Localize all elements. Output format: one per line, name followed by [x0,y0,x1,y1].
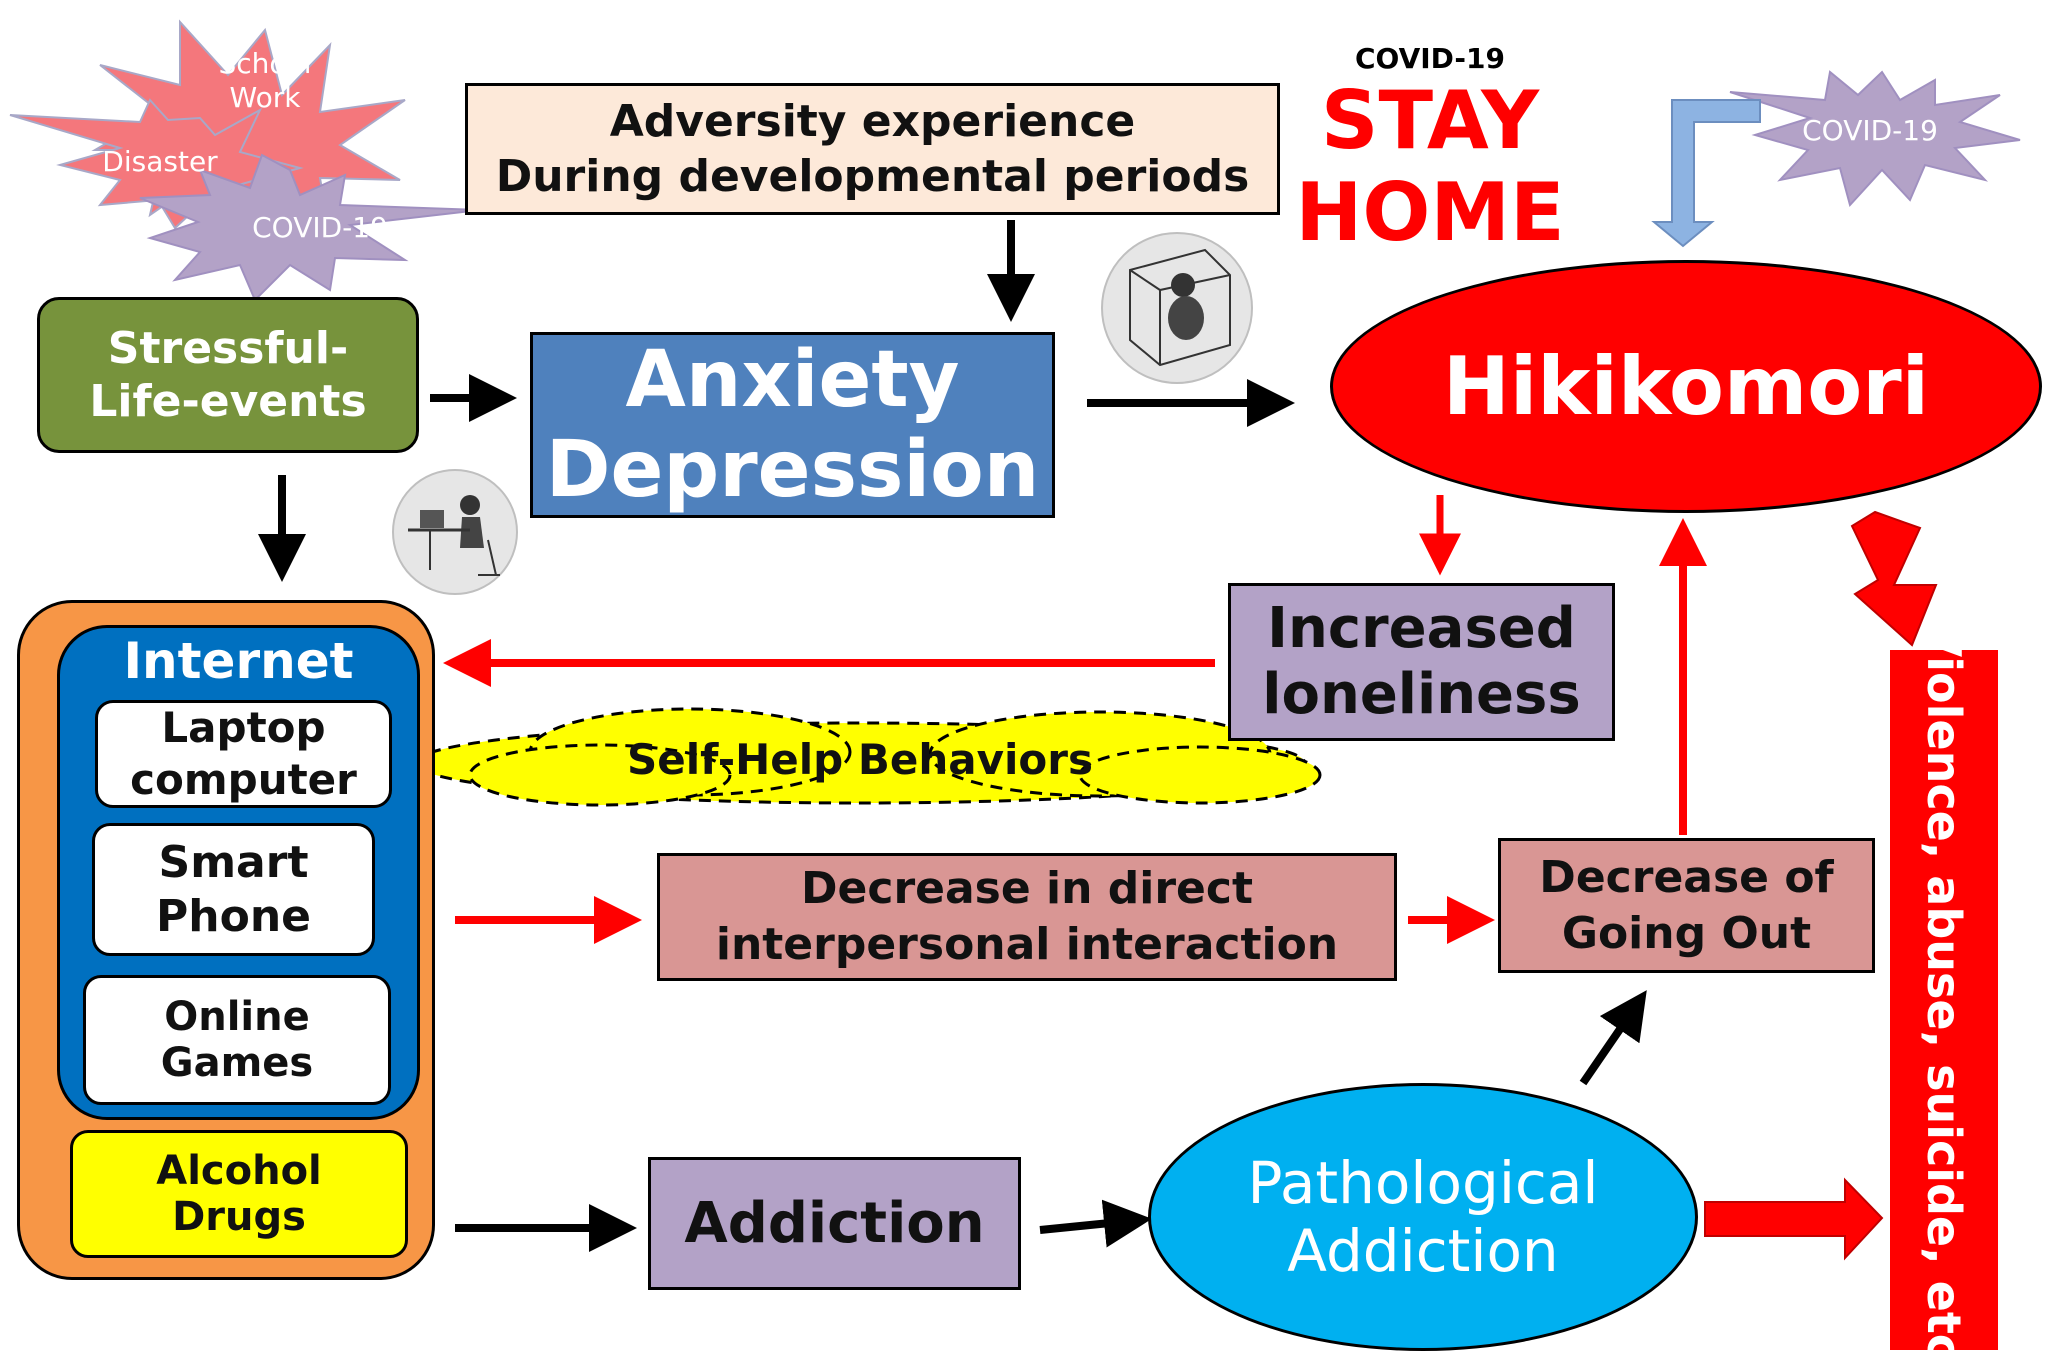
burst-school-text: School [218,47,312,80]
hikikomori-text: Hikikomori [1442,340,1930,433]
internet-title: Internet [123,632,354,690]
arrow-pathological-to-going-out [1579,990,1647,1086]
person-in-cube-icon [1101,232,1253,384]
stressful-line1: Stressful- [107,323,349,374]
stressful-life-events-box: Stressful- Life-events [37,297,419,453]
burst-label-school-work: School Work [205,47,325,115]
self-help-cloud [413,707,1322,807]
adversity-line1: Adversity experience [609,96,1136,147]
pathological-line1: Pathological [1247,1149,1599,1217]
adversity-box: Adversity experience During developmenta… [465,83,1280,215]
games-line2: Games [160,1040,314,1086]
pathological-addiction-ellipse: Pathological Addiction [1148,1083,1698,1351]
decrease-direct-line2: interpersonal interaction [715,919,1339,970]
covid-blue-arrow [1651,99,1761,248]
hikikomori-ellipse: Hikikomori [1330,260,2042,513]
addiction-box: Addiction [648,1157,1021,1290]
laptop-computer-box: Laptop computer [95,700,392,808]
addiction-text: Addiction [684,1191,985,1256]
block-arrow-hikikomori-to-violence [1850,510,1938,647]
stay-home-title: STAY HOME [1290,75,1570,259]
loneliness-line2: loneliness [1262,662,1581,727]
decrease-direct-line1: Decrease in direct [801,863,1253,914]
burst-label-disaster: Disaster [102,145,218,178]
covid-left-burst [139,153,481,302]
phone-line1: Smart [158,836,309,888]
games-line1: Online [164,994,310,1040]
violence-text: Violence, abuse, suicide, etc. [1917,650,1971,1350]
laptop-line2: computer [130,755,357,804]
alcohol-drugs-box: Alcohol Drugs [70,1130,408,1258]
violence-box: Violence, abuse, suicide, etc. [1890,650,1998,1350]
going-out-line1: Decrease of [1539,851,1834,903]
loneliness-line1: Increased [1267,596,1576,661]
alcohol-line2: Drugs [172,1194,306,1240]
covid-right-burst [1729,70,2021,208]
anxiety-text: Anxiety [625,335,960,425]
anxiety-depression-box: Anxiety Depression [530,332,1055,518]
adversity-line2: During developmental periods [495,151,1250,202]
pathological-line2: Addiction [1287,1217,1559,1285]
laptop-line1: Laptop [161,703,326,752]
burst-label-covid-right: COVID-19 [1802,114,1938,147]
person-at-desk-icon [392,469,518,595]
alcohol-line1: Alcohol [156,1148,322,1194]
decrease-direct-interaction-box: Decrease in direct interpersonal interac… [657,853,1397,981]
stay-text: STAY [1320,74,1540,167]
burst-label-covid-left: COVID-19 [252,211,388,244]
decrease-going-out-box: Decrease of Going Out [1498,838,1875,973]
burst-work-text: Work [229,81,301,114]
stay-home-covid-label: COVID-19 [1354,42,1506,75]
online-games-box: Online Games [83,975,391,1105]
smart-phone-box: Smart Phone [92,823,375,956]
phone-line2: Phone [156,890,311,942]
home-text: HOME [1295,166,1565,259]
depression-text: Depression [545,425,1040,515]
increased-loneliness-box: Increased loneliness [1228,583,1615,741]
arrow-addiction-to-pathological [1039,1199,1152,1248]
self-help-label: Self-Help Behaviors [627,735,1093,784]
stressful-line2: Life-events [89,376,367,427]
block-arrow-pathological-to-violence [1704,1177,1884,1261]
going-out-line2: Going Out [1561,907,1812,959]
